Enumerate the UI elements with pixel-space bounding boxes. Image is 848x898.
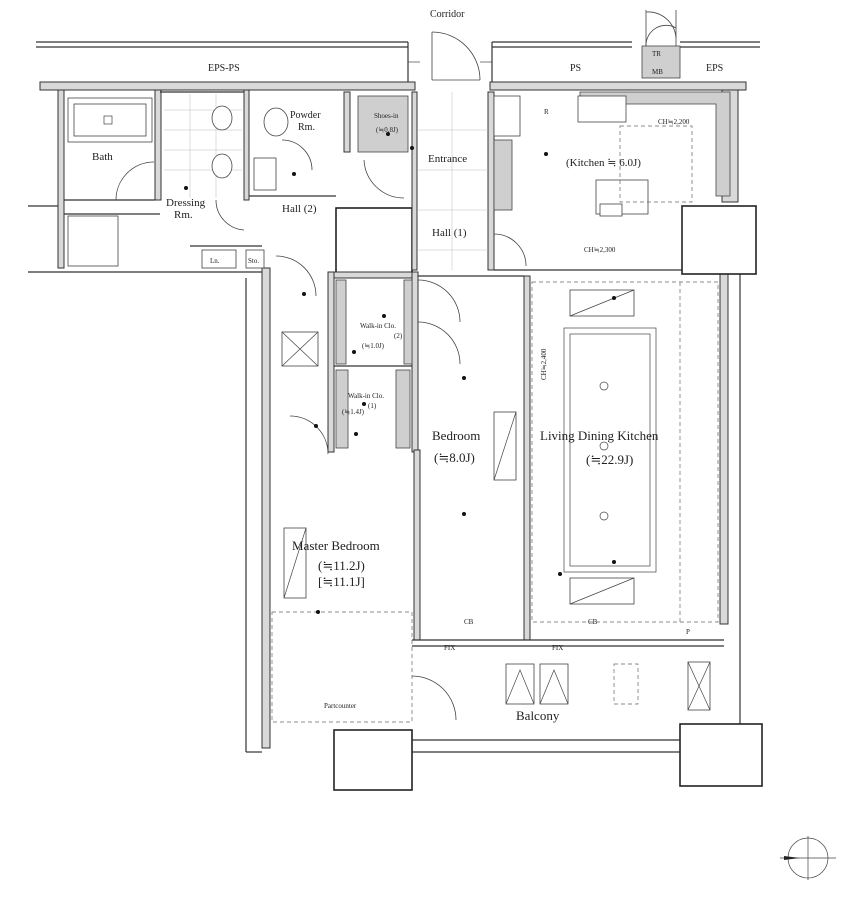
pillar-center	[335, 207, 413, 275]
label-walkin1-1: Walk-in Clo.	[348, 392, 384, 400]
label-corridor: Corridor	[430, 9, 465, 20]
label-master-area2: [≒11.1J]	[318, 574, 365, 589]
label-master-area1: (≒11.2J)	[318, 558, 365, 573]
label-powder-1: Powder	[290, 110, 321, 121]
bedroom-ceiling	[493, 411, 517, 481]
tr-mb-cabinet	[641, 10, 681, 79]
label-r: R	[544, 108, 549, 116]
kitchen-counter	[493, 91, 731, 217]
label-cb2: CB	[588, 618, 598, 626]
pillar-bottom-left	[333, 729, 413, 791]
label-ch-2300: CH≒2,300	[584, 246, 616, 254]
label-tr: TR	[652, 50, 661, 58]
label-ps: PS	[570, 63, 581, 74]
label-eps: EPS	[706, 63, 723, 74]
label-p: P	[686, 628, 690, 636]
bath-fixtures	[67, 94, 289, 198]
entrance-tiles	[418, 92, 488, 270]
label-ch-2400: CH≒2,400	[540, 348, 548, 380]
label-walkin2-area: (≒1.0J)	[362, 342, 385, 350]
closet-shading	[335, 95, 513, 449]
ceiling-lights	[184, 132, 616, 614]
label-ln: Ln.	[210, 257, 220, 265]
label-bath: Bath	[92, 151, 113, 163]
pillar-bottom-right	[679, 723, 763, 787]
label-master: Master Bedroom	[292, 538, 380, 553]
label-balcony: Balcony	[516, 708, 560, 723]
label-ldk-area: (≒22.9J)	[586, 452, 633, 467]
label-hall1: Hall (1)	[432, 227, 467, 239]
north-compass-icon	[780, 836, 836, 880]
ldk-ceiling	[531, 281, 719, 623]
label-mb: MB	[652, 68, 663, 76]
label-sto: Sto.	[248, 257, 259, 265]
label-shoes: Shoes-in	[374, 112, 399, 120]
unit-walls	[28, 81, 747, 778]
balcony-area	[412, 639, 724, 753]
label-ldk: Living Dining Kitchen	[540, 428, 659, 443]
label-bedroom-area: (≒8.0J)	[434, 450, 475, 465]
corridor-door	[431, 31, 481, 81]
label-eps-ps: EPS-PS	[208, 63, 240, 74]
label-entrance: Entrance	[428, 153, 467, 165]
label-dressing-2: Rm.	[174, 209, 193, 221]
label-hall2: Hall (2)	[282, 203, 317, 215]
label-cb1: CB	[464, 618, 474, 626]
label-fix2: FIX	[552, 644, 563, 652]
label-fix1: FIX	[444, 644, 455, 652]
master-fixtures	[271, 331, 413, 723]
label-bedroom: Bedroom	[432, 428, 480, 443]
label-powder-2: Rm.	[298, 122, 315, 133]
label-walkin1-area: (≒1.4J)	[342, 408, 365, 416]
label-kitchen: (Kitchen ≒ 6.0J)	[566, 157, 641, 169]
label-walkin2-2: (2)	[394, 332, 403, 340]
pillar-right	[681, 205, 757, 275]
label-ch-2200: CH≒2,200	[658, 118, 690, 126]
label-walkin2-1: Walk-in Clo.	[360, 322, 396, 330]
doors	[115, 11, 677, 721]
label-walkin1-2: (1)	[368, 402, 377, 410]
label-dressing-1: Dressing	[166, 197, 206, 209]
label-partcounter: Partcounter	[324, 702, 357, 710]
interior-walls	[64, 89, 682, 641]
label-shoes-area: (≒0.8J)	[376, 126, 399, 134]
